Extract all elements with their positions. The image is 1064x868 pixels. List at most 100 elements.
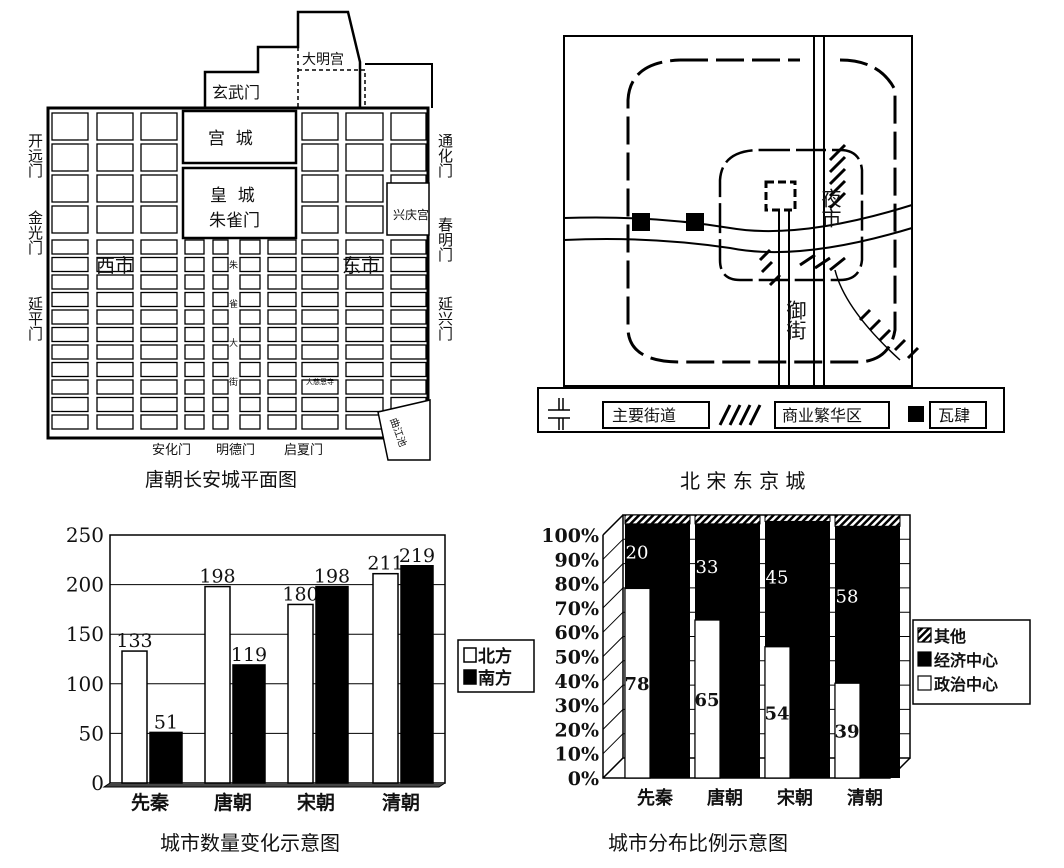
commercial-hatching [758, 143, 920, 360]
city-block [239, 344, 261, 360]
city-block [184, 256, 205, 273]
city-block [390, 344, 427, 360]
city-block [140, 205, 178, 234]
y-tick-label: 80% [555, 574, 600, 596]
city-block [239, 326, 261, 343]
city-block [212, 344, 229, 360]
city-block [96, 239, 134, 255]
data-label: 180 [282, 583, 318, 605]
city-block [345, 205, 384, 234]
bar-other [694, 514, 761, 525]
y-tick-label: 150 [66, 622, 104, 646]
y-tick-label: 90% [555, 549, 600, 571]
city-block [51, 361, 89, 378]
bar-south [149, 731, 183, 784]
gridline-side [602, 709, 624, 730]
city-block [301, 344, 339, 360]
city-block [140, 256, 178, 273]
legend-box [929, 401, 987, 429]
gridline-side [602, 611, 624, 633]
city-block [96, 396, 134, 413]
city-block [51, 344, 89, 360]
city-block [184, 326, 205, 343]
outer-city-wall [626, 58, 897, 364]
data-label-economic: 20 [626, 543, 649, 564]
legend-main-street: 主要街道 [612, 406, 676, 425]
changan-map-title: 唐朝长安城平面图 [145, 469, 297, 491]
city-block [301, 239, 339, 255]
label-yujie: 御街 [783, 300, 807, 340]
city-block [239, 309, 261, 325]
city-block [239, 239, 261, 255]
gate-jinguang: 金光门 [26, 210, 44, 256]
bar-south [232, 664, 266, 784]
gate-tonghua: 通化门 [436, 133, 454, 179]
gridline-side [602, 660, 624, 682]
city-block [140, 291, 178, 308]
gate-anhua: 安化门 [152, 443, 191, 458]
legend-label: 北方 [478, 646, 512, 667]
label-night-market: 夜市 [818, 188, 842, 228]
chart1-title: 城市数量变化示意图 [160, 831, 340, 855]
plot-floor [102, 782, 446, 788]
x-tick-label: 先秦 [637, 787, 674, 809]
y-tick-label: 10% [555, 744, 600, 766]
city-block [51, 291, 89, 308]
city-block [345, 344, 384, 360]
city-block [301, 112, 339, 141]
data-label: 219 [399, 545, 435, 567]
legend-swatch [917, 651, 932, 667]
city-block [96, 274, 134, 290]
city-block [239, 414, 261, 430]
city-block [96, 174, 134, 203]
city-block [96, 326, 134, 343]
city-block [267, 361, 297, 378]
city-block [345, 291, 384, 308]
x-tick-label: 清朝 [847, 787, 883, 809]
city-block [140, 174, 178, 203]
city-block [345, 361, 384, 378]
y-tick-label: 60% [555, 622, 600, 644]
city-block [212, 291, 229, 308]
city-block [184, 344, 205, 360]
bar-economic-center-back [790, 517, 830, 778]
city-block [51, 143, 89, 172]
data-label: 119 [231, 644, 267, 666]
city-block [96, 344, 134, 360]
city-block [267, 414, 297, 430]
city-block [267, 291, 297, 308]
city-block [212, 256, 229, 273]
label-xingqing-palace: 兴庆宫 [393, 207, 429, 222]
city-block [140, 309, 178, 325]
city-wall [46, 106, 430, 440]
city-block [301, 326, 339, 343]
city-block [212, 239, 229, 255]
gridline-side [602, 514, 624, 536]
y-tick-label: 70% [555, 598, 600, 620]
city-block [184, 239, 205, 255]
city-block [267, 309, 297, 325]
label-zhuque-gate: 朱雀门 [209, 211, 260, 231]
y-tick-label: 50 [79, 721, 104, 745]
city-block [345, 309, 384, 325]
x-tick-label: 宋朝 [777, 787, 813, 809]
city-block [51, 256, 89, 273]
city-block [267, 396, 297, 413]
city-block [239, 361, 261, 378]
washi-marker [686, 213, 704, 231]
label-dacien-temple: 大慈恩寺 [306, 377, 334, 386]
label-zhuque-street: 朱雀大街 [227, 259, 238, 416]
chart2-title: 城市分布比例示意图 [608, 831, 788, 855]
river [563, 204, 913, 254]
city-block [51, 309, 89, 325]
bar-political-center [624, 587, 651, 779]
bar-economic-center-back [720, 519, 760, 778]
city-block [51, 274, 89, 290]
city-block [345, 326, 384, 343]
northeast-wall [365, 63, 433, 108]
y-tick-label: 250 [66, 523, 104, 547]
gate-yanping: 延平门 [26, 296, 44, 342]
legend-label: 南方 [478, 668, 512, 689]
legend-swatch [917, 627, 932, 643]
city-block [239, 256, 261, 273]
